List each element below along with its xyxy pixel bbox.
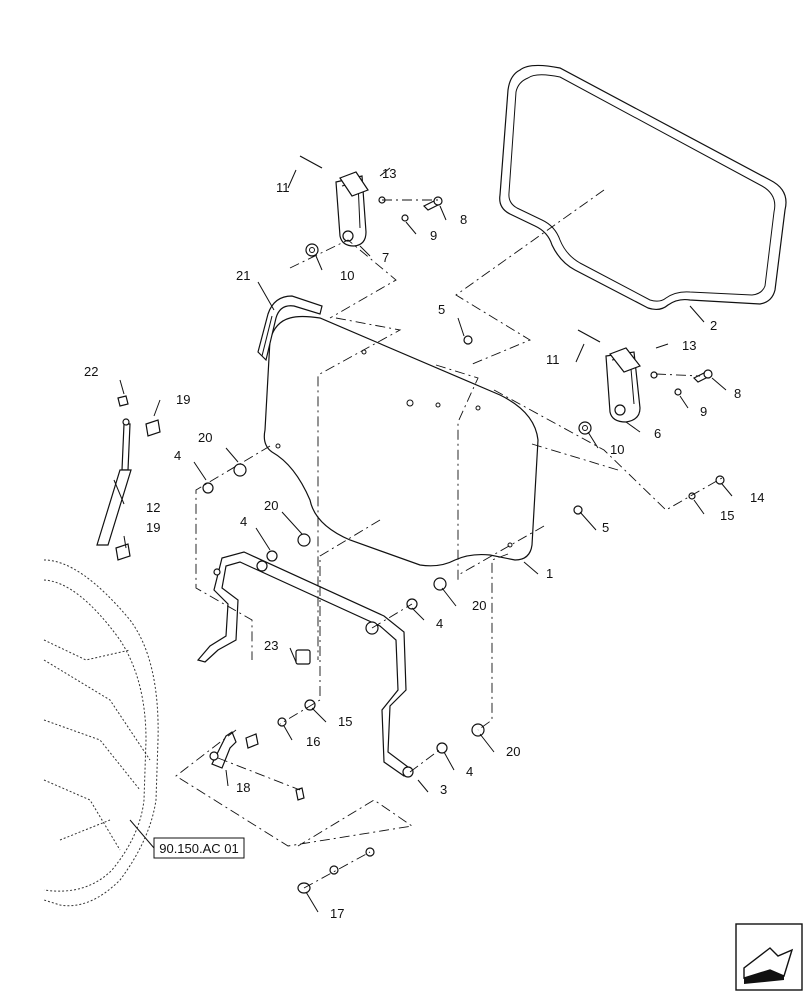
cab-frame: [43, 559, 159, 907]
callout-4c: 4: [436, 616, 443, 631]
seal-gasket: [499, 64, 787, 311]
callout-19a: 19: [176, 392, 190, 407]
arrow-navigation-icon[interactable]: [735, 923, 803, 991]
callout-19b: 19: [146, 520, 160, 535]
leader-lines: [113, 167, 733, 913]
callout-4b: 4: [240, 514, 247, 529]
callout-20d: 20: [506, 744, 520, 759]
reference-link-label: 90.150.AC 01: [159, 841, 239, 856]
callout-15b: 15: [338, 714, 352, 729]
callout-20c: 20: [472, 598, 486, 613]
callout-9b: 9: [700, 404, 707, 419]
callout-15a: 15: [720, 508, 734, 523]
callout-2: 2: [710, 318, 717, 333]
callout-3: 3: [440, 782, 447, 797]
window-glass: [263, 315, 539, 567]
callout-5a: 5: [438, 302, 445, 317]
callout-1: 1: [546, 566, 553, 581]
callout-5b: 5: [602, 520, 609, 535]
callout-23: 23: [264, 638, 278, 653]
callout-14: 14: [750, 490, 764, 505]
reference-link[interactable]: 90.150.AC 01: [153, 837, 245, 859]
callout-17: 17: [330, 906, 344, 921]
callout-13a: 13: [382, 166, 396, 181]
callout-4d: 4: [466, 764, 473, 779]
callout-7: 7: [382, 250, 389, 265]
callout-20a: 20: [198, 430, 212, 445]
callout-10a: 10: [340, 268, 354, 283]
callout-10b: 10: [610, 442, 624, 457]
callout-11a: 11: [276, 180, 290, 195]
callout-11b: 11: [546, 352, 560, 367]
callout-22: 22: [84, 364, 98, 379]
edge-trim: [257, 295, 323, 362]
callout-8a: 8: [460, 212, 467, 227]
callout-labels: 2 1 3 11 13 8 9 7 10 21 5 11 13 8 9 6 10…: [84, 166, 764, 921]
callout-9a: 9: [430, 228, 437, 243]
callout-6: 6: [654, 426, 661, 441]
callout-20b: 20: [264, 498, 278, 513]
callout-12: 12: [146, 500, 160, 515]
hinge-pin-upper: [299, 155, 323, 169]
callout-4a: 4: [174, 448, 181, 463]
callout-8b: 8: [734, 386, 741, 401]
callout-13b: 13: [682, 338, 696, 353]
hinge-pin-lower: [577, 329, 601, 343]
latch: [209, 731, 237, 769]
lower-hinge: [605, 347, 641, 423]
callout-18: 18: [236, 780, 250, 795]
assembly-lines: [175, 189, 723, 889]
upper-hinge: [335, 171, 369, 247]
gas-strut: [96, 395, 161, 561]
callout-21: 21: [236, 268, 250, 283]
callout-16: 16: [306, 734, 320, 749]
